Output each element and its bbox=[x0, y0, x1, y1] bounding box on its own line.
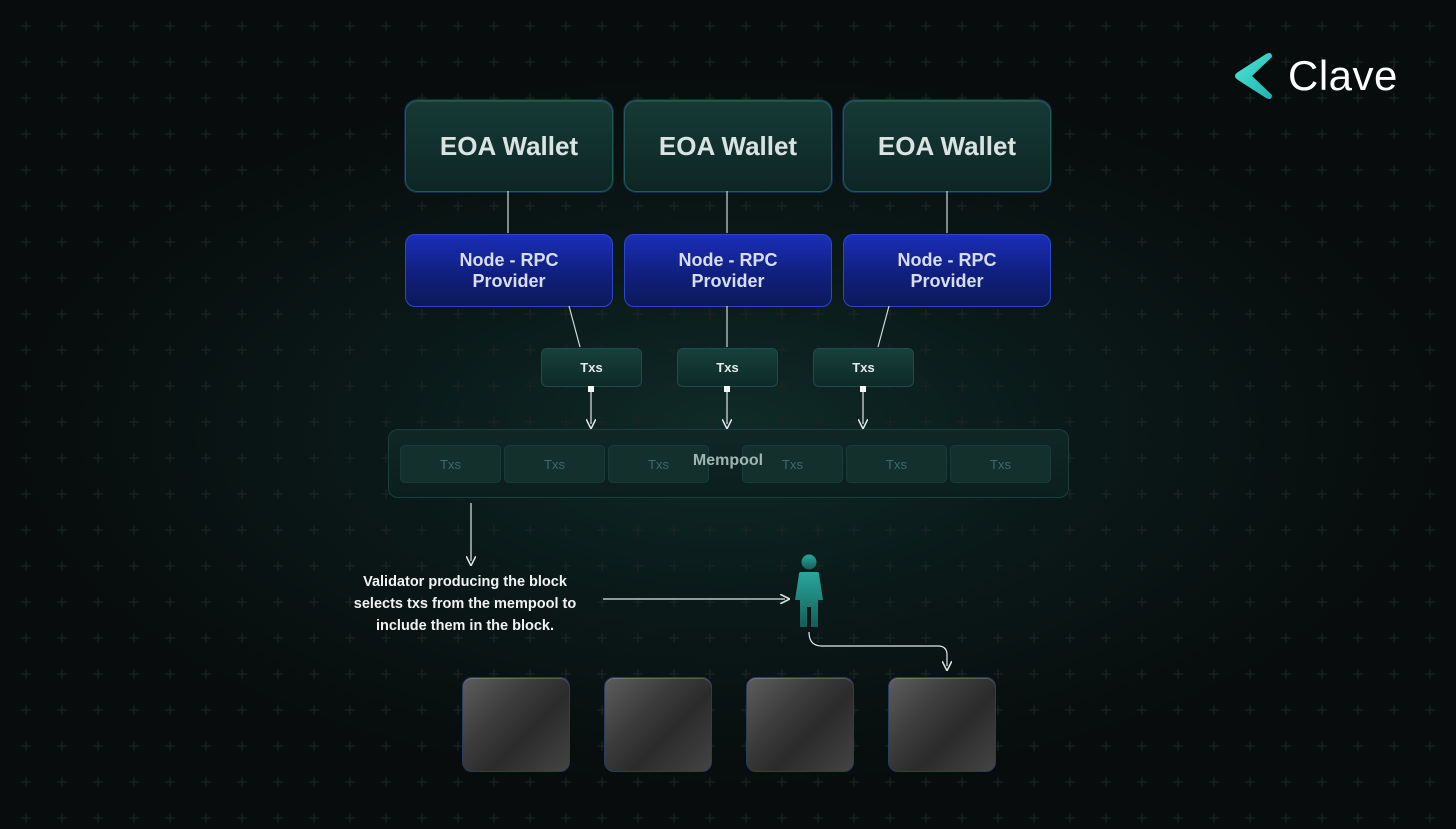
block bbox=[888, 677, 996, 772]
eoa-wallet-box: EOA Wallet bbox=[405, 100, 613, 192]
block bbox=[746, 677, 854, 772]
rpc-label-line2: Provider bbox=[910, 270, 984, 291]
mempool-tx: Txs bbox=[400, 445, 501, 483]
rpc-label-line2: Provider bbox=[472, 270, 546, 291]
rpc-label-line1: Node - RPC bbox=[897, 249, 997, 270]
block bbox=[462, 677, 570, 772]
wallet-label: EOA Wallet bbox=[658, 130, 798, 161]
rpc-provider-box: Node - RPC Provider bbox=[624, 234, 832, 307]
validator-description-line: include them in the block. bbox=[375, 618, 555, 634]
validator-description-line: selects txs from the mempool to bbox=[353, 596, 577, 612]
mempool-tx-label: Txs bbox=[440, 456, 461, 472]
validator-block-arrow bbox=[808, 631, 947, 666]
mempool-tx: Txs bbox=[504, 445, 605, 483]
rpc-txs-connector bbox=[568, 305, 581, 348]
wallet-label: EOA Wallet bbox=[877, 130, 1017, 161]
rpc-label-line2: Provider bbox=[691, 270, 765, 291]
mempool-tx: Txs bbox=[742, 445, 843, 483]
connector-node bbox=[724, 386, 730, 392]
block bbox=[604, 677, 712, 772]
eoa-wallet-box: EOA Wallet bbox=[843, 100, 1051, 192]
rpc-provider-box: Node - RPC Provider bbox=[405, 234, 613, 307]
rpc-txs-connector bbox=[877, 305, 890, 348]
mempool-tx: Txs bbox=[608, 445, 709, 483]
validator-description-line: Validator producing the block bbox=[363, 574, 567, 590]
clave-logo: Clave bbox=[1228, 50, 1398, 102]
connector-node bbox=[860, 386, 866, 392]
rpc-label-line1: Node - RPC bbox=[678, 249, 778, 270]
txs-label: Txs bbox=[580, 360, 603, 375]
mempool-label: Mempool bbox=[692, 452, 764, 469]
mempool-tx-label: Txs bbox=[990, 456, 1011, 472]
mempool-tx: Txs bbox=[846, 445, 947, 483]
brand-name: Clave bbox=[1288, 52, 1398, 99]
mempool-tx-label: Txs bbox=[782, 456, 803, 472]
wallet-label: EOA Wallet bbox=[439, 130, 579, 161]
clave-logo-icon bbox=[1235, 53, 1272, 99]
connector-node bbox=[588, 386, 594, 392]
validator-description: Validator producing the block selects tx… bbox=[330, 571, 600, 637]
txs-label: Txs bbox=[852, 360, 875, 375]
mempool-tx-label: Txs bbox=[886, 456, 907, 472]
validator-person-icon bbox=[795, 554, 823, 627]
txs-label: Txs bbox=[716, 360, 739, 375]
rpc-provider-box: Node - RPC Provider bbox=[843, 234, 1051, 307]
txs-box: Txs bbox=[541, 348, 642, 387]
rpc-label-line1: Node - RPC bbox=[459, 249, 559, 270]
mempool-tx: Txs bbox=[950, 445, 1051, 483]
txs-box: Txs bbox=[677, 348, 778, 387]
txs-box: Txs bbox=[813, 348, 914, 387]
mempool-tx-label: Txs bbox=[648, 456, 669, 472]
mempool-tx-label: Txs bbox=[544, 456, 565, 472]
eoa-wallet-box: EOA Wallet bbox=[624, 100, 832, 192]
